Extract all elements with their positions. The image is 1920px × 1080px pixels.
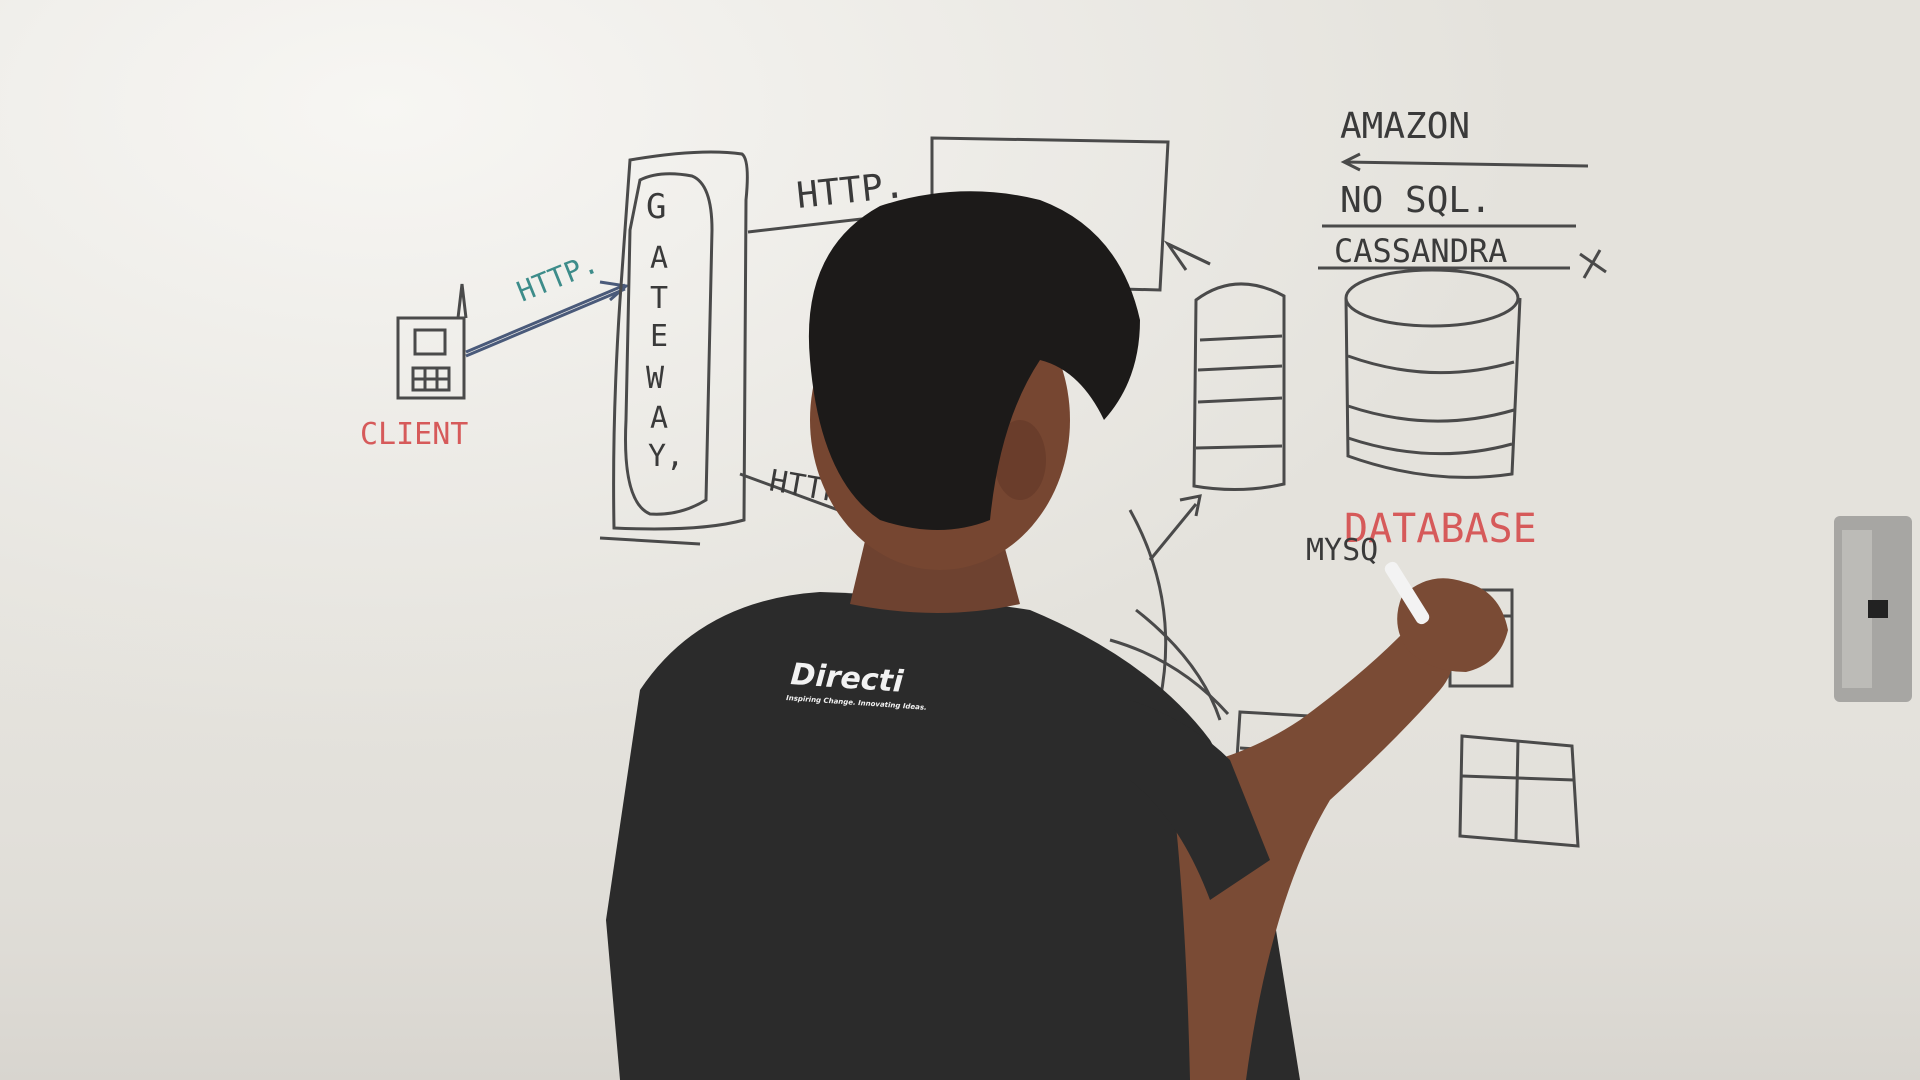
presenter: Directi Inspiring Change. Innovating Ide… [606,191,1508,1080]
client-phone-drawing [396,283,468,400]
presenter-shirt [606,592,1300,1080]
mysql-label: MYSQ [1306,533,1378,568]
amazon-underline [1343,160,1589,168]
svg-text:Y,: Y, [648,439,684,474]
svg-text:A: A [650,241,668,276]
presenter-sleeve [1130,700,1270,900]
gateway-box [599,150,749,546]
presenter-hand [1397,578,1508,672]
connector-lines-lower [1109,509,1230,721]
svg-text:W: W [646,361,665,396]
database-cylinder [1344,268,1522,479]
svg-text:A: A [650,401,668,436]
presenter-ear [994,420,1046,500]
cassandra-cross-mark [1579,249,1607,279]
svg-text:G: G [646,187,666,227]
queue-stack [1148,240,1286,561]
client-to-gateway-arrow [465,280,630,358]
presenter-arm [1170,634,1454,1080]
presenter-hair [808,191,1140,530]
nosql-label: NO SQL. [1340,180,1492,221]
amazon-label: AMAZON [1340,106,1470,147]
gateway-label: G A T E W A Y, [646,187,684,474]
database-label: DATABASE [1344,506,1537,552]
svg-text:T: T [650,281,668,316]
table-shard-right [1458,734,1580,848]
svg-text:E: E [650,319,668,354]
shirt-logo: Directi [789,657,905,700]
amazon-arrow-tip [1340,152,1361,172]
client-label: CLIENT [360,417,468,452]
marker-pen [1384,561,1430,625]
cassandra-label: CASSANDRA [1334,232,1507,270]
wall-switch [1834,516,1912,702]
